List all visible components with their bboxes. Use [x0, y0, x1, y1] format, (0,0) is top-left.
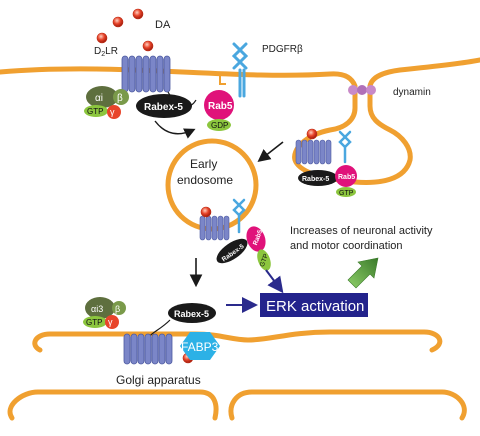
early-endosome-label-1: Early [190, 157, 217, 171]
green-up-arrow [347, 257, 379, 289]
budding-receptor [295, 128, 332, 165]
rab5-gtp-endosome: Rab5 GTP [246, 226, 271, 271]
outcome-label-2: and motor coordination [290, 240, 403, 252]
fabp3-label: FABP3 [181, 340, 219, 354]
pdgfrb-receptor-top [231, 42, 249, 98]
rab5-gdp: Rab5 GDP [204, 72, 234, 131]
rabex5-label-bottom: Rabex-5 [174, 309, 209, 319]
alpha-i3-label: αi3 [91, 304, 103, 314]
golgi-label: Golgi apparatus [116, 373, 201, 387]
endosome-receptor [199, 206, 230, 241]
gdp-label: GDP [211, 121, 228, 130]
outcome-label-1: Increases of neuronal activity [290, 225, 433, 237]
pdgfrb-budding [338, 130, 352, 164]
erk-activation-box: ERK activation [260, 293, 368, 317]
gtp-label-bottom: GTP [86, 318, 102, 327]
rab5-label-top: Rab5 [208, 101, 233, 112]
gtp-label-top: GTP [87, 107, 103, 116]
rab5-gtp-budding: Rab5 GTP [335, 165, 357, 197]
dopamine-dots [96, 8, 154, 52]
pdgfrb-label: PDGFRβ [262, 44, 303, 55]
arrow-rabex-to-rab5 [154, 120, 196, 139]
dynamin-label: dynamin [393, 87, 431, 98]
early-endosome-label-2: endosome [177, 173, 233, 187]
pdgfrb-endosome [232, 198, 246, 234]
gtp-label-endosome: GTP [259, 253, 270, 268]
rabex5-budding: Rabex-5 [298, 170, 338, 186]
gtp-label-budding: GTP [339, 190, 354, 197]
d2lr-label: D2LR [94, 46, 118, 58]
gamma-label-bottom: γ [108, 317, 113, 327]
arrow-endosome-to-erk [265, 269, 284, 294]
arrow-to-endosome [257, 141, 284, 162]
d2lr-receptor [121, 55, 197, 108]
beta-label-bottom: β [115, 304, 120, 314]
rabex5-top: Rabex-5 [136, 94, 192, 118]
dynamin-ring [348, 85, 376, 95]
rab5-label-budding: Rab5 [338, 174, 355, 181]
fabp3-protein: FABP3 [180, 332, 220, 360]
g-protein-top: αi β GTP γ [84, 86, 129, 119]
rabex5-label-budding: Rabex-5 [302, 176, 329, 183]
golgi-membrane [7, 329, 467, 421]
golgi-receptor [123, 333, 194, 365]
beta-label: β [117, 93, 123, 104]
gamma-label-top: γ [110, 107, 115, 117]
g-protein-bottom: αi3 β GTP γ [83, 297, 126, 329]
rabex5-label-top: Rabex-5 [144, 102, 183, 113]
alpha-i-label: αi [95, 93, 103, 104]
da-label: DA [155, 19, 171, 31]
erk-label: ERK activation [266, 298, 364, 315]
